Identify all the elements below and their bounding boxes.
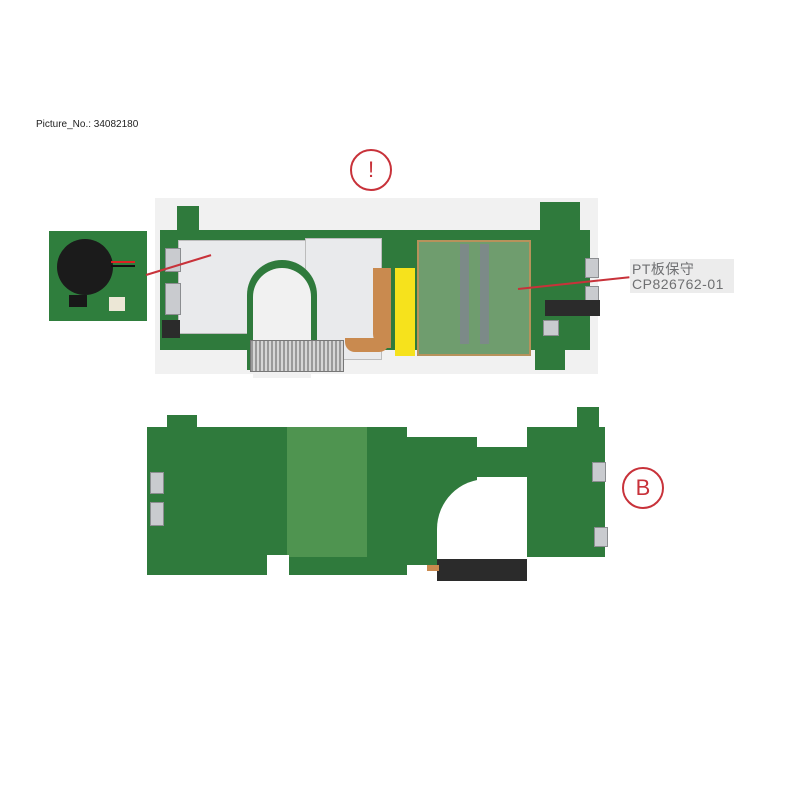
ic-chip xyxy=(69,295,87,307)
white-tab xyxy=(267,555,289,575)
hdmi-port xyxy=(150,502,164,526)
sim-slot xyxy=(543,320,559,336)
usb-port xyxy=(592,462,606,482)
heat-pipe xyxy=(373,268,391,348)
red-wire xyxy=(111,261,135,263)
usb-c-port xyxy=(585,258,599,278)
picture-number: Picture_No.: 34082180 xyxy=(36,119,139,130)
battery-connector xyxy=(109,297,125,311)
pcb-body xyxy=(527,427,605,557)
callout-b-icon: B xyxy=(622,467,664,509)
warning-sticker xyxy=(395,268,415,356)
port xyxy=(594,527,608,547)
pcb-tab xyxy=(177,206,199,246)
pcb-tab xyxy=(535,338,565,370)
black-wire xyxy=(111,265,135,267)
pcb-tab xyxy=(167,415,197,435)
pcb-tab xyxy=(577,407,599,437)
bottom-board-photo xyxy=(147,407,620,585)
pcb-tab xyxy=(540,202,580,262)
part-label-box xyxy=(630,259,734,293)
usb-port xyxy=(150,472,164,494)
part-number: CP826762-01 xyxy=(632,276,724,292)
part-label-title: PT板保守 xyxy=(632,261,695,277)
top-board-photo xyxy=(155,198,600,378)
ram-slot xyxy=(480,244,489,344)
dc-jack xyxy=(162,320,180,338)
m2-area xyxy=(287,427,367,557)
coin-cell-battery xyxy=(57,239,113,295)
cmos-battery-inset-photo xyxy=(49,231,147,321)
ram-module-area xyxy=(417,240,531,356)
heat-sink-fins xyxy=(250,340,344,372)
m2-connector xyxy=(545,300,600,316)
pcb-body xyxy=(147,427,407,575)
callout-a-exclamation-icon: ! xyxy=(350,149,392,191)
usb-port xyxy=(165,283,181,315)
edge-connector xyxy=(437,559,527,581)
heat-pipe xyxy=(345,338,389,352)
ram-slot xyxy=(460,244,469,344)
connector-lead xyxy=(427,565,439,571)
